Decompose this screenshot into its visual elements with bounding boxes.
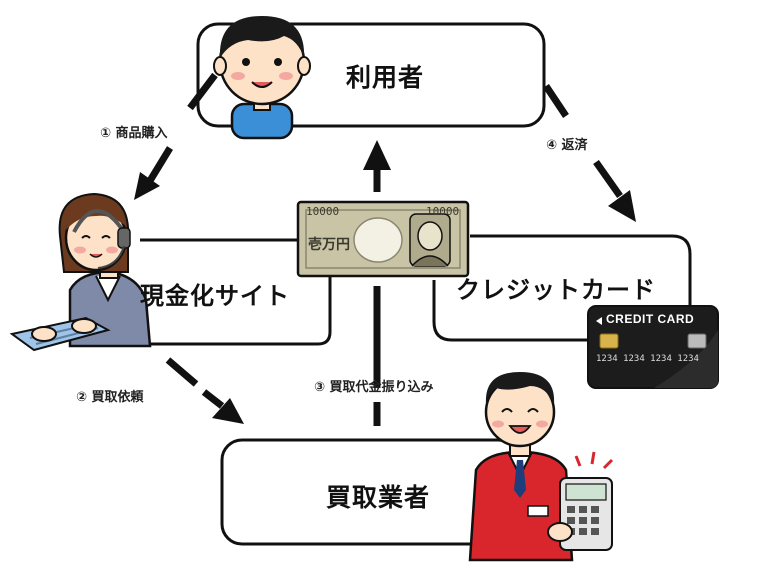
step-2-label: ② 買取依頼 <box>76 390 144 405</box>
credit-card-company-label: クレジットカード <box>456 276 656 304</box>
buyer-staff-illustration <box>468 372 614 562</box>
arrow-2 <box>165 357 244 424</box>
credit-card-number: 1234 1234 1234 1234 <box>596 354 699 364</box>
credit-card-text: CREDIT CARD <box>606 312 695 326</box>
step-3-label: ③ 買取代金振り込み <box>314 380 434 395</box>
banknote-kanji: 壱万円 <box>308 237 350 253</box>
cash-site-label: 現金化サイト <box>140 282 290 310</box>
user-label: 利用者 <box>346 63 425 92</box>
buyer-label: 買取業者 <box>326 483 431 512</box>
arrow-4 <box>543 84 636 222</box>
banknote-denomination-left: 10000 <box>306 205 340 218</box>
user-person-illustration <box>213 16 311 140</box>
step-1-label: ① 商品購入 <box>100 126 168 141</box>
banknote-denomination-right: 10000 <box>426 205 460 218</box>
operator-illustration <box>9 192 152 352</box>
banknote-illustration <box>296 200 470 278</box>
arrow-3 <box>363 140 391 426</box>
arrow-1 <box>134 72 218 200</box>
credit-card-illustration <box>587 305 719 389</box>
step-4-label: ④ 返済 <box>546 138 588 153</box>
